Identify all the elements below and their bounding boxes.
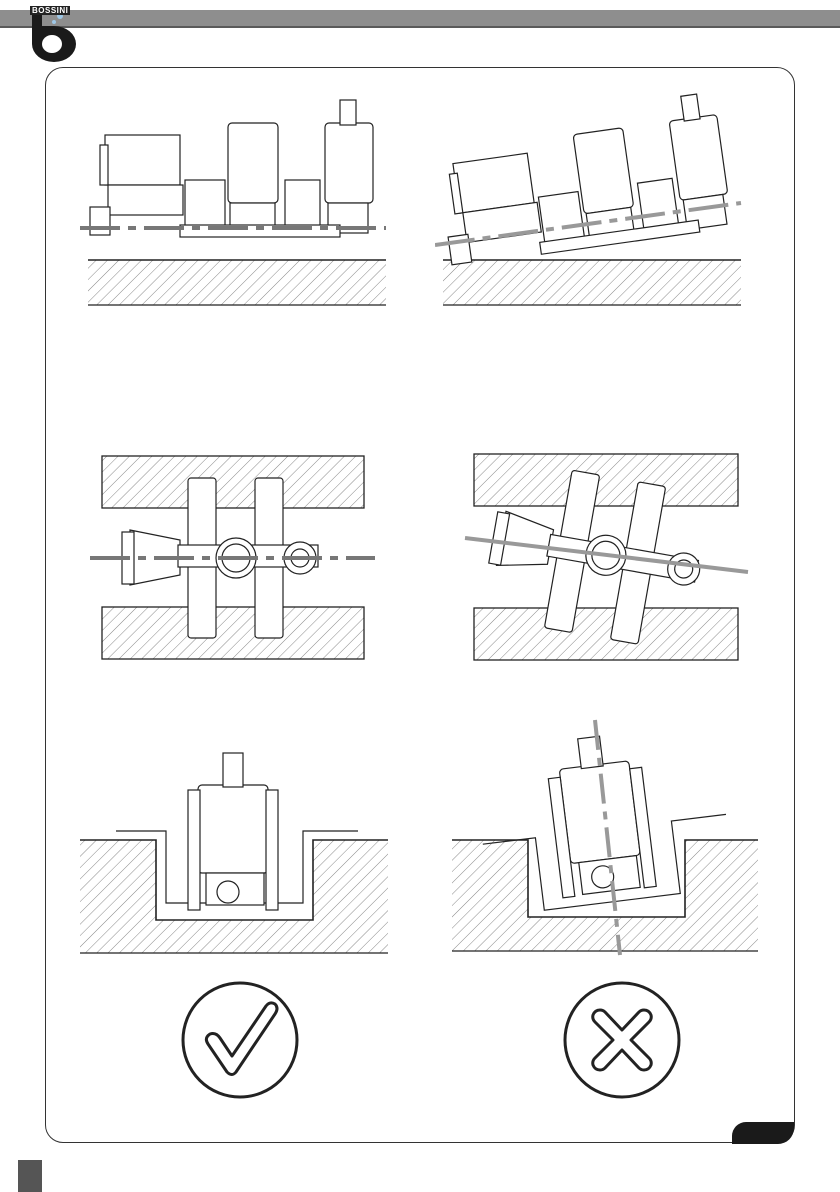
figure-top-tilted (460, 450, 750, 665)
figure-side-tilted (435, 85, 745, 310)
cross-icon (562, 980, 682, 1100)
figure-top-level (90, 450, 375, 665)
header-bar (0, 10, 840, 26)
brand-name: BOSSINI (30, 6, 70, 15)
check-icon (180, 980, 300, 1100)
header-rule (0, 26, 840, 28)
figure-front-level (78, 745, 390, 960)
figure-front-tilted (450, 715, 762, 960)
section-tab (18, 1160, 42, 1192)
page-number-tab (732, 1122, 794, 1144)
figure-side-level (80, 95, 390, 310)
